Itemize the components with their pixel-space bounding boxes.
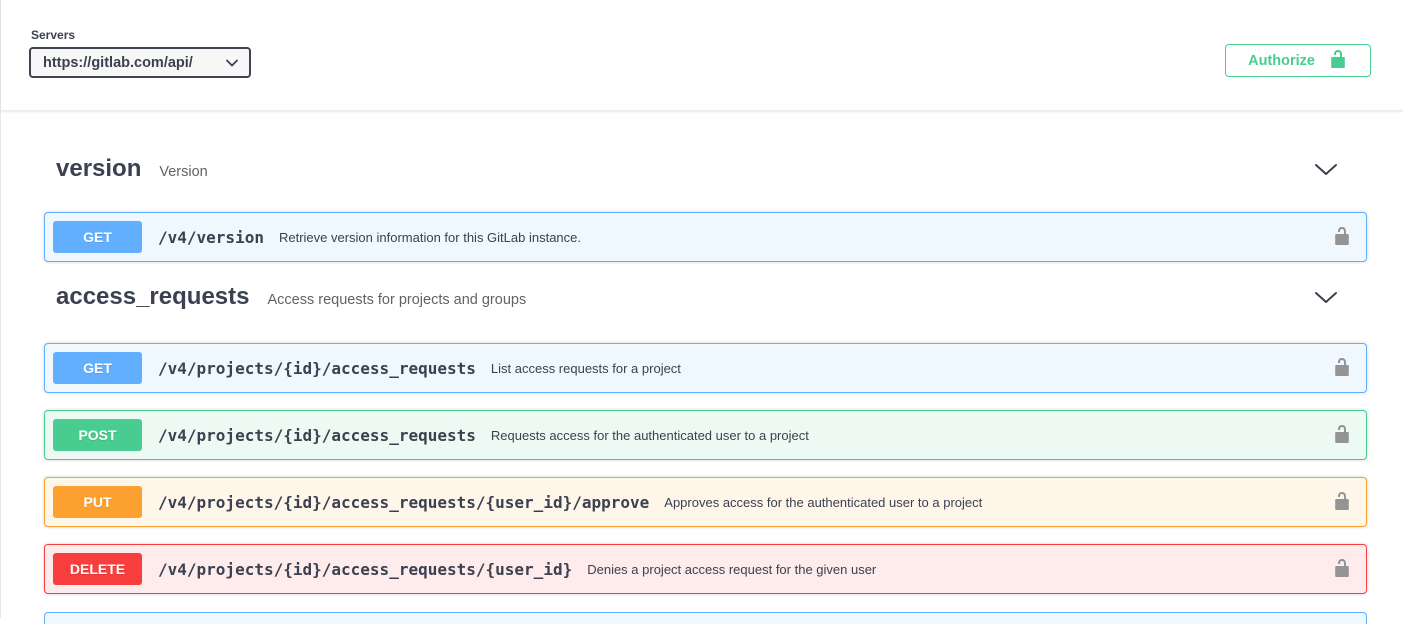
chevron-down-icon [226,59,238,67]
operation-path: /v4/projects/{id}/access_requests/{user_… [158,492,650,512]
operation-summary: Denies a project access request for the … [587,561,877,577]
operation-row[interactable]: DELETE /v4/projects/{id}/access_requests… [44,544,1367,594]
auth-lock-button[interactable] [1332,226,1352,249]
unlock-icon [1332,226,1352,249]
next-operation-peek[interactable] [44,612,1367,624]
section-header[interactable]: version Version [44,151,1367,187]
operation-summary: Retrieve version information for this Gi… [278,229,581,245]
operation-row[interactable]: PUT /v4/projects/{id}/access_requests/{u… [44,477,1367,527]
auth-lock-button[interactable] [1332,491,1352,514]
chevron-down-icon [1315,163,1337,176]
auth-lock-button[interactable] [1332,424,1352,447]
operation-row[interactable]: GET /v4/version Retrieve version informa… [44,212,1367,262]
scheme-container: Servers https://gitlab.com/api/ Authoriz… [1,0,1403,111]
operation-list: GET /v4/version Retrieve version informa… [44,212,1367,262]
auth-lock-button[interactable] [1332,357,1352,380]
unlock-icon [1328,49,1348,73]
method-badge: DELETE [53,553,142,585]
servers-label: Servers [31,28,76,42]
servers-block: Servers https://gitlab.com/api/ [29,24,251,78]
api-section: access_requests Access requests for proj… [44,279,1367,594]
section-description: Version [159,164,208,180]
operation-path: /v4/version [158,227,264,247]
chevron-down-icon [1315,291,1337,304]
section-title: access_requests [56,283,250,310]
section-description: Access requests for projects and groups [267,292,527,308]
servers-selected-value: https://gitlab.com/api/ [43,54,193,71]
unlock-icon [1332,357,1352,380]
operation-list: GET /v4/projects/{id}/access_requests Li… [44,343,1367,594]
operation-row[interactable]: POST /v4/projects/{id}/access_requests R… [44,410,1367,460]
operation-row[interactable]: GET /v4/projects/{id}/access_requests Li… [44,343,1367,393]
operation-summary: List access requests for a project [490,360,681,376]
operation-path: /v4/projects/{id}/access_requests [158,358,476,378]
unlock-icon [1332,491,1352,514]
section-title: version [56,155,142,182]
authorize-button[interactable]: Authorize [1225,44,1371,77]
operation-path: /v4/projects/{id}/access_requests [158,425,476,445]
unlock-icon [1332,424,1352,447]
sections: version Version GET /v4/version Retrieve… [1,111,1403,594]
authorize-label: Authorize [1248,52,1315,69]
auth-lock-button[interactable] [1332,558,1352,581]
servers-select[interactable]: https://gitlab.com/api/ [29,47,251,78]
api-section: version Version GET /v4/version Retrieve… [44,151,1367,262]
method-badge: GET [53,352,142,384]
operation-path: /v4/projects/{id}/access_requests/{user_… [158,559,573,579]
operation-summary: Approves access for the authenticated us… [664,494,983,510]
operation-summary: Requests access for the authenticated us… [490,427,809,443]
method-badge: GET [53,221,142,253]
method-badge: PUT [53,486,142,518]
unlock-icon [1332,558,1352,581]
method-badge: POST [53,419,142,451]
section-header[interactable]: access_requests Access requests for proj… [44,279,1367,315]
